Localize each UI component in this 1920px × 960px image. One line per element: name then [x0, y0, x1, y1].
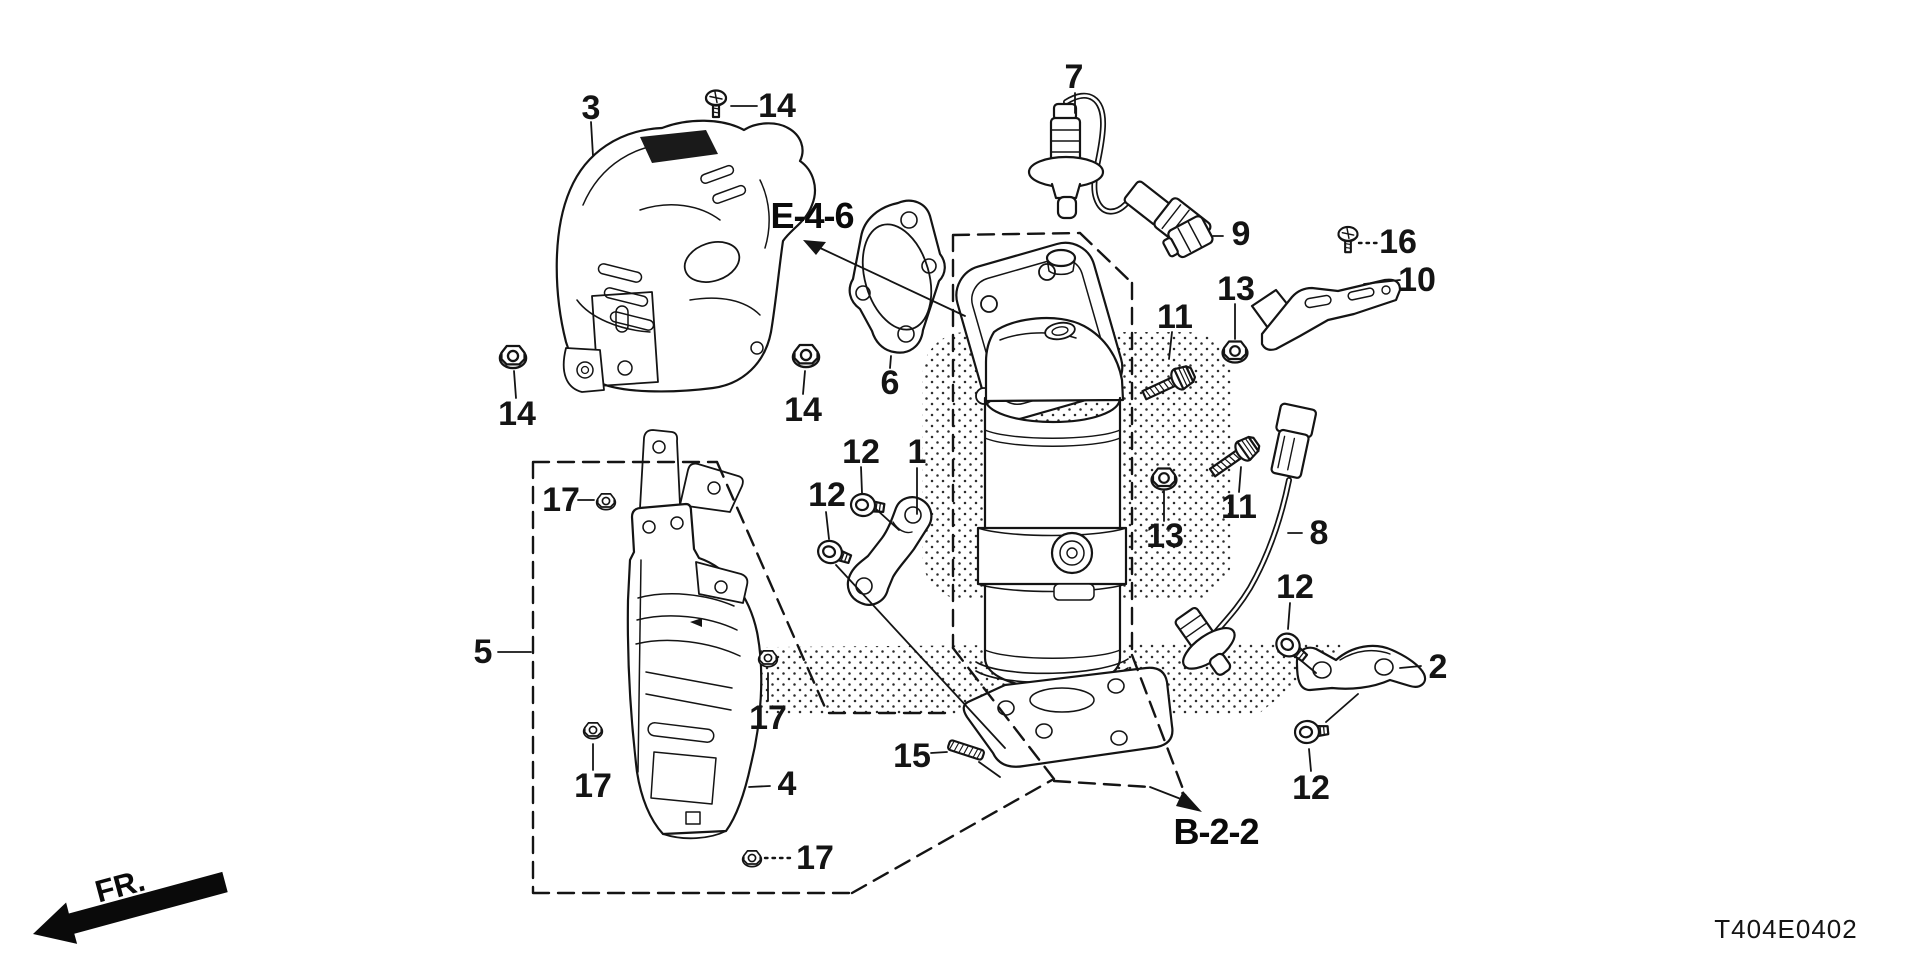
fastener-screw-16 — [1337, 225, 1359, 254]
fastener-nut-17-d — [741, 850, 763, 868]
callout-11-lower: 11 — [1221, 488, 1257, 526]
callout-1: 1 — [907, 433, 927, 471]
callout-12-bracket-upper: 12 — [1276, 568, 1314, 606]
fastener-stud-15 — [946, 738, 986, 762]
part-4-5-converter-cover-lower — [626, 429, 763, 840]
callout-13-lower: 13 — [1146, 517, 1184, 555]
ref-label-e-4-6: E-4-6 — [770, 195, 854, 236]
fr-direction-arrow — [33, 871, 228, 944]
callout-10: 10 — [1398, 261, 1436, 299]
callout-4: 4 — [777, 765, 797, 803]
part-1-converter-stay — [846, 496, 933, 606]
ref-arrow-b22 — [1149, 786, 1202, 812]
callout-15: 15 — [893, 737, 931, 775]
fastener-screw-14-top — [704, 89, 728, 119]
ref-arrow-e46 — [803, 240, 966, 317]
callout-9: 9 — [1231, 215, 1251, 253]
dashed-view-boundaries — [531, 231, 1188, 895]
callout-17-b: 17 — [749, 699, 787, 737]
callout-17-d: 17 — [796, 839, 834, 877]
callout-3: 3 — [581, 89, 601, 127]
fastener-nut-17-a — [595, 493, 617, 511]
part-8-oxygen-sensor-rear — [1174, 402, 1318, 676]
catalytic-converter-assembly — [955, 241, 1174, 768]
part-3-converter-cover-upper — [555, 119, 817, 393]
fastener-nut-14-middle — [791, 343, 821, 369]
callout-12-stay-lower: 12 — [808, 476, 846, 514]
callout-12-bracket-lower: 12 — [1292, 769, 1330, 807]
callout-12-stay-upper: 12 — [842, 433, 880, 471]
fastener-nut-13-upper — [1221, 340, 1249, 364]
callout-8: 8 — [1309, 514, 1329, 552]
callout-14-middle: 14 — [784, 391, 822, 429]
ref-label-b-2-2: B-2-2 — [1173, 811, 1259, 852]
callout-5: 5 — [473, 633, 493, 671]
fastener-nut-14-left — [498, 344, 528, 370]
leader-lines — [497, 92, 1422, 860]
fastener-nut-17-b — [757, 650, 779, 668]
fastener-nut-13-lower — [1150, 467, 1178, 491]
callout-7: 7 — [1064, 58, 1084, 96]
callout-16: 16 — [1379, 223, 1417, 261]
part-10-sensor-bracket — [1250, 278, 1402, 351]
fastener-bolt-12-stay-lower — [813, 536, 855, 571]
fastener-bolt-12-stay-upper — [848, 491, 887, 520]
callout-6: 6 — [880, 364, 900, 402]
fastener-nut-17-c — [582, 722, 604, 740]
callout-14-top: 14 — [758, 87, 796, 125]
callout-13-upper: 13 — [1217, 270, 1255, 308]
callout-11-upper: 11 — [1157, 298, 1193, 336]
callout-2: 2 — [1428, 648, 1448, 686]
fastener-bolt-12-bracket-lower — [1292, 718, 1330, 746]
part-2-converter-bracket-lower — [1295, 644, 1427, 692]
callout-14-left: 14 — [498, 395, 536, 433]
callout-17-a: 17 — [542, 481, 580, 519]
callout-17-c: 17 — [574, 767, 612, 805]
drawing-code: T404E0402 — [1714, 914, 1858, 944]
part-9-connector — [1162, 215, 1214, 259]
part-6-gasket — [848, 199, 946, 354]
